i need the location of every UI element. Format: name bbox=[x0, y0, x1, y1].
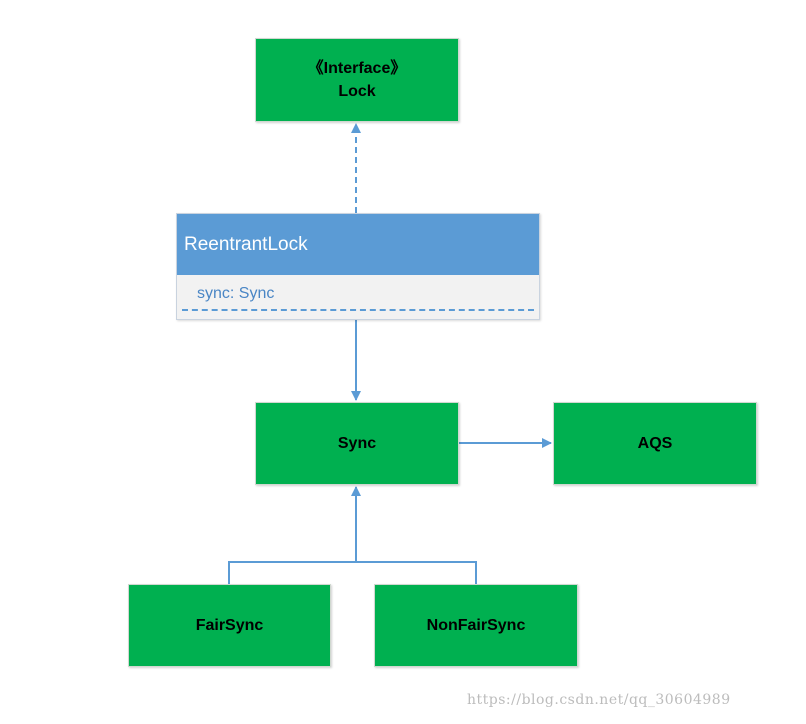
aqs-name-label: AQS bbox=[637, 435, 673, 452]
nonfairsync-name-label: NonFairSync bbox=[426, 617, 526, 634]
lock-name-label: Lock bbox=[338, 83, 376, 100]
fairsync-node: FairSync bbox=[128, 584, 331, 667]
reentrantlock-class-node: ReentrantLock sync: Sync bbox=[176, 213, 540, 320]
aqs-node: AQS bbox=[553, 402, 757, 485]
nonfairsync-connector bbox=[356, 561, 477, 584]
fairsync-name-label: FairSync bbox=[195, 617, 264, 634]
watermark-text: https://blog.csdn.net/qq_30604989 bbox=[467, 692, 731, 708]
fairsync-connector bbox=[228, 561, 356, 584]
lock-interface-node: 《Interface》 Lock bbox=[255, 38, 459, 122]
sync-node: Sync bbox=[255, 402, 459, 485]
sync-name-label: Sync bbox=[337, 435, 377, 452]
lock-stereotype-label: 《Interface》 bbox=[307, 60, 407, 77]
reentrantlock-header: ReentrantLock bbox=[177, 214, 539, 275]
reentrantlock-name-label: ReentrantLock bbox=[184, 233, 308, 255]
class-divider bbox=[182, 309, 534, 311]
nonfairsync-node: NonFairSync bbox=[374, 584, 578, 667]
reentrantlock-field-label: sync: Sync bbox=[197, 285, 275, 302]
